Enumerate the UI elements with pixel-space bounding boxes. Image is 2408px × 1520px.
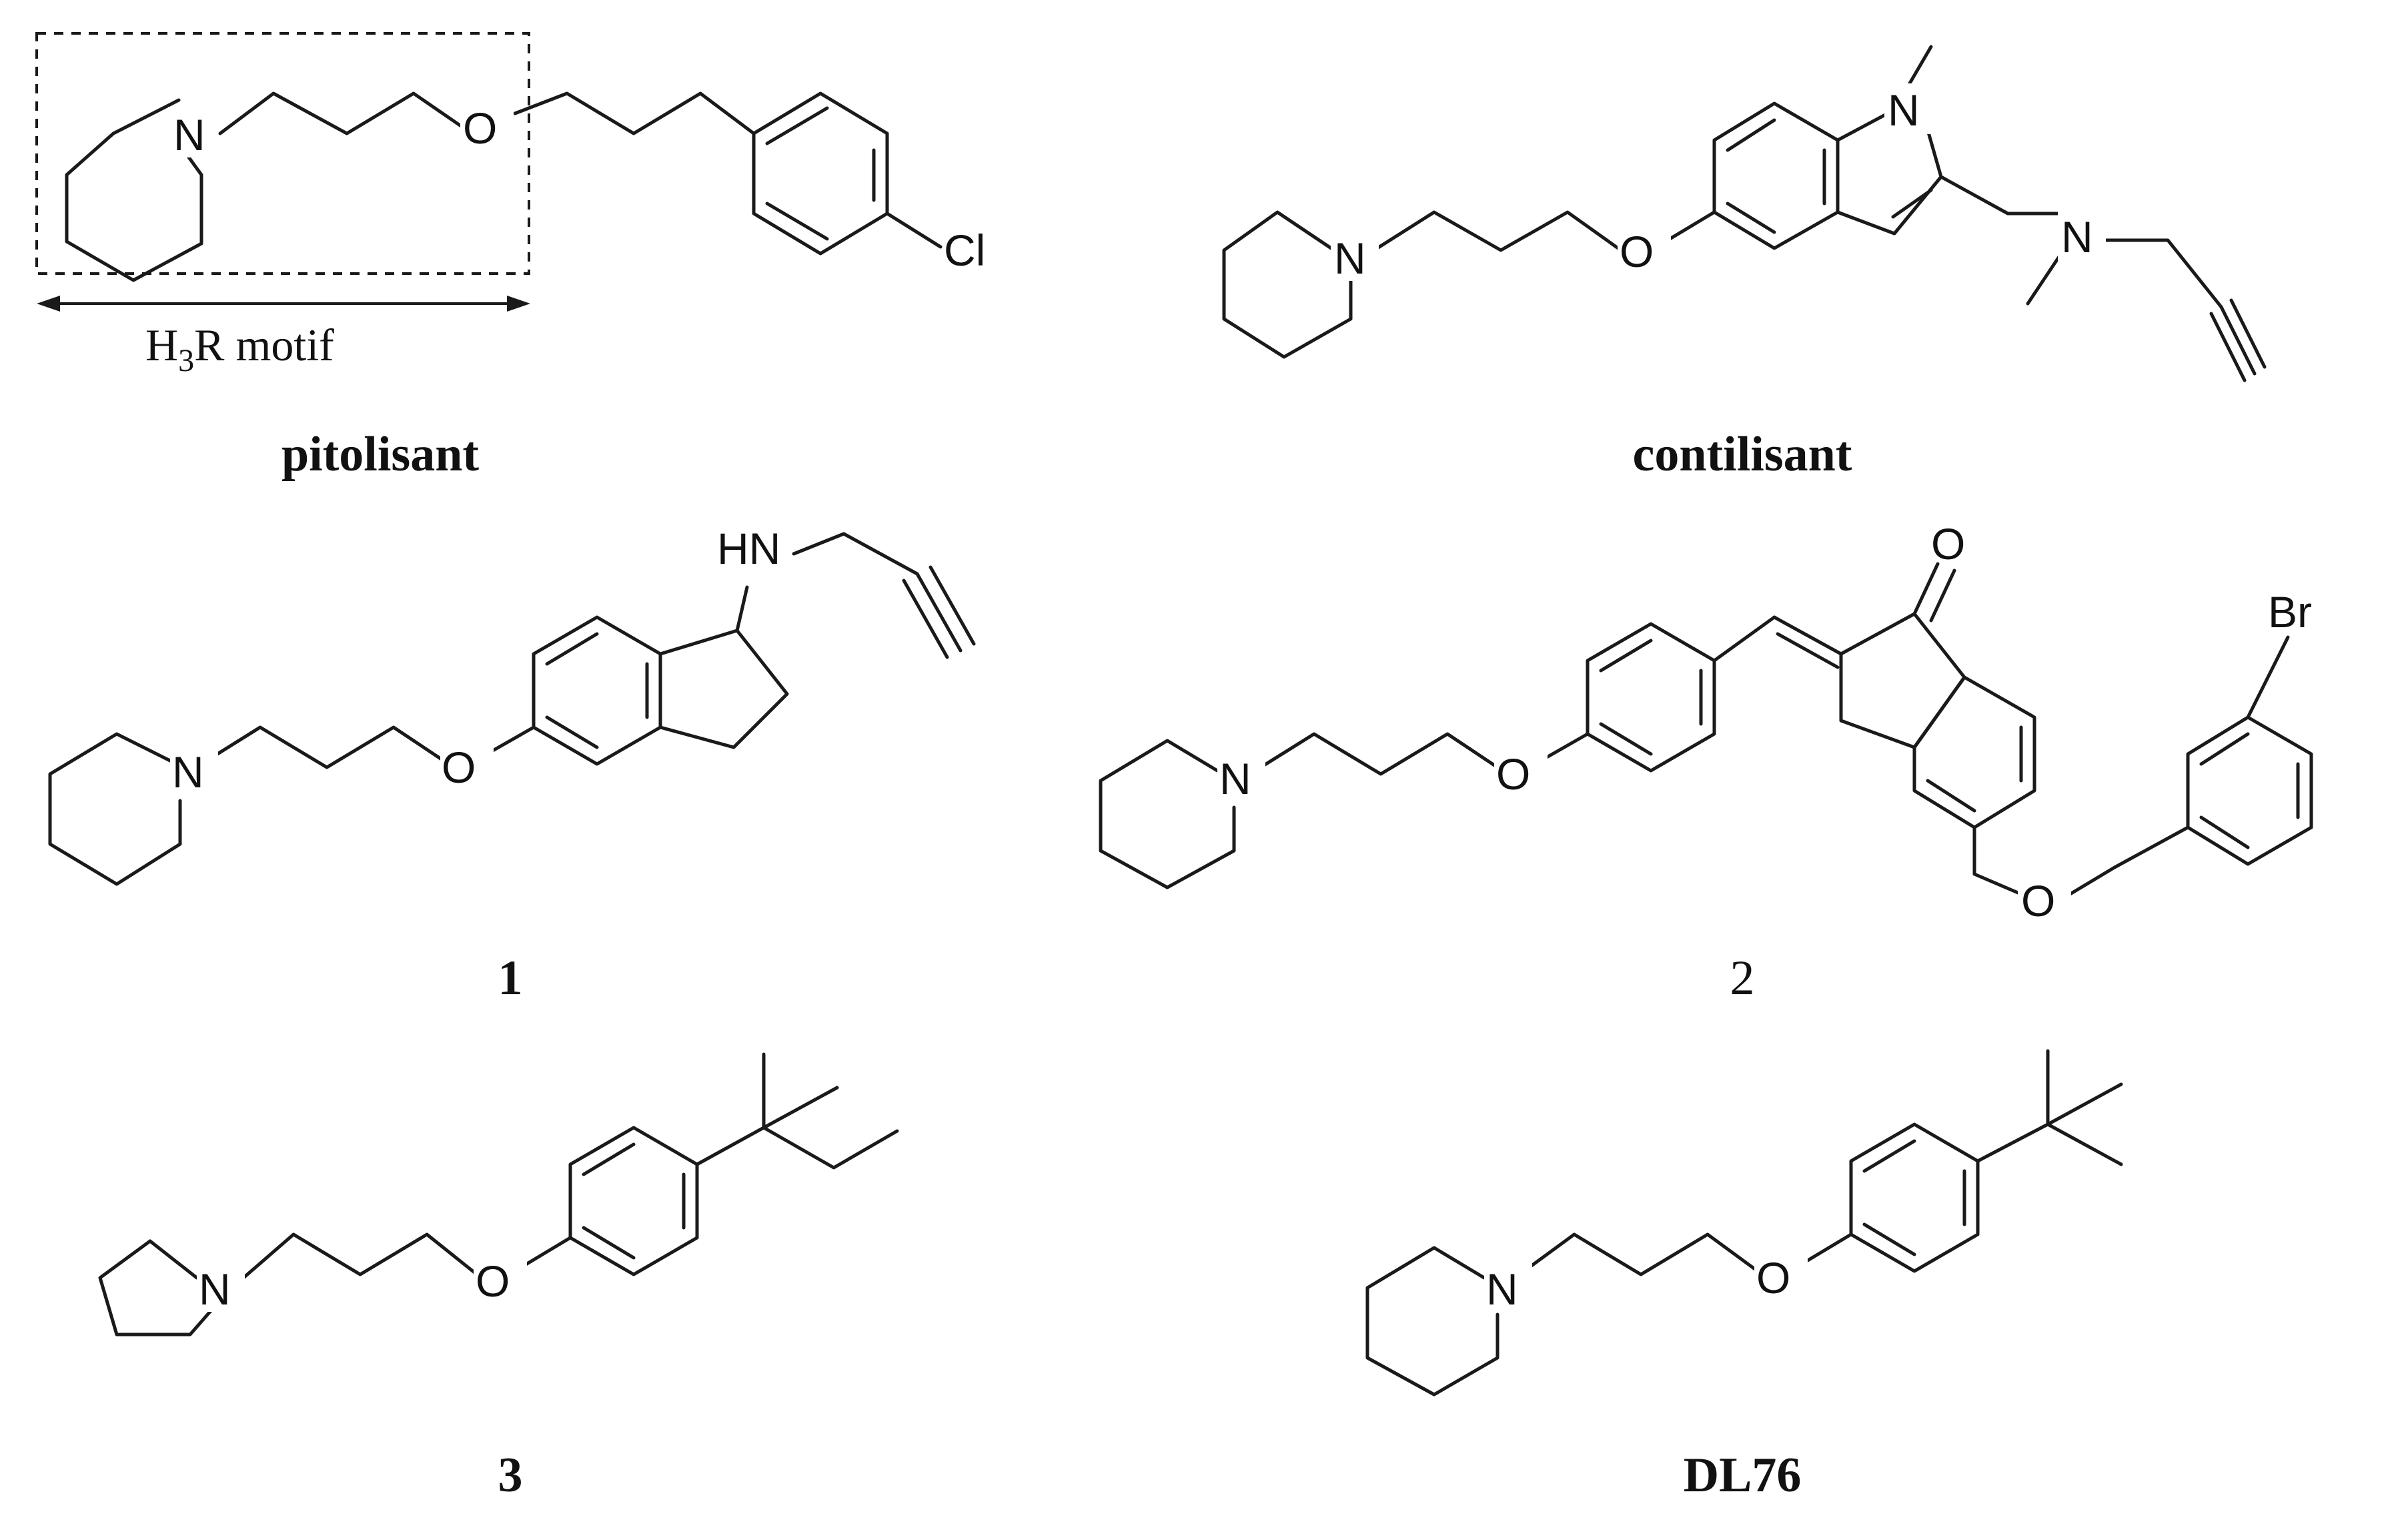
- compound-2-carbonyl-oxygen: O: [1931, 519, 1965, 568]
- compound-3-ether-oxygen: O: [476, 1256, 510, 1306]
- contilisant-caption: contilisant: [1633, 427, 1852, 482]
- contilisant-ether-oxygen: O: [1620, 227, 1654, 276]
- contilisant-structure: N O N N contilisant: [1222, 45, 2267, 482]
- compound-3-structure: N O 3: [98, 1052, 899, 1503]
- contilisant-amine-nitrogen: N: [2061, 212, 2093, 262]
- dl76-ether-oxygen: O: [1756, 1253, 1790, 1302]
- contilisant-indole-nitrogen: N: [1888, 85, 1920, 135]
- compound-1-amine-nh: HN: [717, 524, 780, 573]
- pitolisant-caption: pitolisant: [281, 427, 479, 482]
- compound-1-piperidine-nitrogen: N: [172, 747, 204, 797]
- pitolisant-structure: N O Cl H3R motif pitolisant: [35, 32, 985, 482]
- pitolisant-oxygen: O: [463, 103, 497, 153]
- h3r-motif-label: H3R motif: [145, 320, 334, 378]
- compound-2-caption: 2: [1730, 951, 1755, 1006]
- compound-2-bromine: Br: [2268, 587, 2312, 637]
- dl76-piperidine-nitrogen: N: [1486, 1264, 1518, 1314]
- pitolisant-chlorine: Cl: [944, 226, 985, 275]
- h3r-motif-box: [35, 32, 530, 275]
- compound-3-pyrrolidine-nitrogen: N: [199, 1264, 231, 1314]
- compound-2-ether-oxygen: O: [1496, 749, 1530, 799]
- compound-2-benzyl-oxygen: O: [2021, 876, 2055, 925]
- compound-1-ether-oxygen: O: [442, 743, 476, 792]
- compound-2-structure: N O O O Br 2: [1099, 519, 2313, 1006]
- compound-1-caption: 1: [498, 951, 523, 1006]
- compound-2-piperidine-nitrogen: N: [1219, 754, 1251, 803]
- compound-1-structure: N O HN 1: [48, 524, 976, 1006]
- dl76-structure: N O DL76: [1365, 1049, 2123, 1503]
- pitolisant-nitrogen: N: [173, 110, 205, 159]
- compound-3-caption: 3: [498, 1448, 523, 1503]
- dl76-caption: DL76: [1684, 1448, 1802, 1503]
- contilisant-piperidine-nitrogen: N: [1334, 234, 1366, 283]
